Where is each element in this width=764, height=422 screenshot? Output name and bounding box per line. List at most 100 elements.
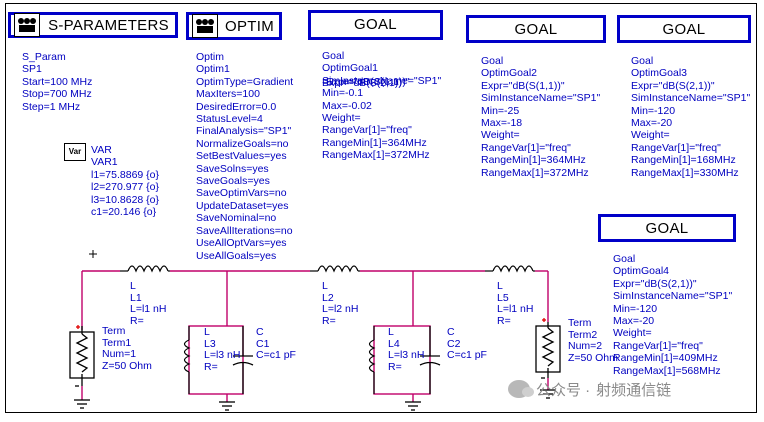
l2-label-line: R=: [322, 314, 336, 327]
goal3-header[interactable]: GOAL: [617, 15, 751, 43]
term1-label-line: Term1: [102, 336, 132, 349]
l2-label-line: L: [322, 280, 328, 292]
l3-label-line: R=: [204, 360, 218, 373]
optim-label: OPTIM: [225, 17, 274, 35]
var-properties-line: l3=10.8628 {o}: [91, 193, 160, 206]
goal1-header[interactable]: GOAL: [308, 10, 443, 40]
goal2-properties-line: RangeMax[1]=372MHz: [481, 166, 589, 179]
l4-label-line: L=l3 nH: [388, 349, 425, 361]
optim-properties-line: SaveNominal=no: [196, 212, 277, 225]
port-term1[interactable]: [69, 325, 95, 387]
goal3-properties-line: SimInstanceName="SP1": [631, 92, 751, 105]
sparameters-header[interactable]: S-PARAMETERS: [8, 12, 178, 38]
term2-label-line: Z=50 Ohm: [568, 351, 618, 364]
goal1-expr-b: Expr="dB(S(1,1))": [326, 76, 410, 88]
goal2-properties-line: RangeVar[1]="freq": [481, 141, 571, 154]
l5-label-line: L5: [497, 291, 509, 304]
l1-label-line: L1: [130, 291, 142, 304]
goal1-overlap-line-a: Expr="dB(S(2,1))": [322, 77, 406, 89]
watermark: 公众号 · 射频通信链: [508, 378, 677, 400]
term2-label-line: Num=2: [568, 340, 603, 352]
c1-label-line: C1: [256, 337, 270, 350]
goal3-properties-line: Weight=: [631, 129, 670, 142]
l3-label-line: L=l3 nH: [204, 349, 241, 361]
goal2-properties-line: RangeMin[1]=364MHz: [481, 154, 586, 167]
l2-label-line: L2: [322, 291, 334, 304]
watermark-prefix: 公众号 ·: [536, 381, 591, 399]
crosshair-icon: [89, 250, 97, 258]
goal4-properties-line: Weight=: [613, 327, 652, 340]
optim-properties-line: SaveAllIterations=no: [196, 224, 293, 237]
capacitor-c2[interactable]: [419, 326, 441, 394]
goal4-properties-line: Max=-20: [613, 315, 655, 328]
sparam-properties-line: Step=1 MHz: [22, 100, 81, 113]
var-icon[interactable]: Var: [64, 143, 86, 161]
optim-properties-line: MaxIters=100: [196, 88, 260, 101]
goal1-properties-line: Max=-0.02: [322, 99, 372, 112]
ads-logo-icon: [14, 13, 40, 37]
goal4-properties-line: RangeMax[1]=568MHz: [613, 364, 721, 377]
optim-properties-line: SaveOptimVars=no: [196, 187, 287, 200]
ads-logo-icon: [192, 14, 218, 38]
optim-properties-line: StatusLevel=4: [196, 113, 263, 126]
optim-properties-line: DesiredError=0.0: [196, 100, 277, 113]
goal4-properties-line: RangeMin[1]=409MHz: [613, 352, 718, 365]
goal1-overlap-line-b: Expr="dB(S(1,1))": [326, 76, 410, 88]
var-properties-line: l1=75.8869 {o}: [91, 168, 160, 181]
goal2-properties-line: Weight=: [481, 129, 520, 142]
goal1-properties-line: SimInstanceName="SP1": [322, 74, 442, 87]
l4-label-line: L: [388, 326, 394, 338]
optim-properties-line: OptimType=Gradient: [196, 75, 294, 88]
optim-header[interactable]: OPTIM: [186, 12, 282, 40]
optim-properties-line: UseAllOptVars=yes: [196, 237, 287, 250]
var-properties-line: VAR: [91, 144, 112, 156]
goal2-properties-line: Min=-25: [481, 104, 520, 117]
goal3-properties-line: Min=-120: [631, 104, 676, 117]
var-properties-line: c1=20.146 {o}: [91, 206, 157, 219]
l2-label-line: L=l2 nH: [322, 303, 359, 315]
sparameters-label: S-PARAMETERS: [48, 16, 169, 34]
optim-properties-line: SetBestValues=yes: [196, 150, 287, 163]
l3-label-line: L: [204, 326, 210, 338]
var-properties-line: l2=270.977 {o}: [91, 181, 160, 194]
goal3-properties-line: Goal: [631, 55, 654, 67]
goal1-label: GOAL: [354, 16, 397, 33]
l5-label-line: L=l1 nH: [497, 303, 534, 315]
optim-properties-line: Optim: [196, 51, 225, 63]
goal2-properties-line: Goal: [481, 55, 504, 67]
l4-label-line: L4: [388, 337, 400, 350]
goal4-header[interactable]: GOAL: [598, 214, 736, 242]
goal3-properties-line: RangeMin[1]=168MHz: [631, 154, 736, 167]
inductor-l4[interactable]: [368, 326, 376, 394]
l1-label-line: L: [130, 280, 136, 292]
optim-properties-line: FinalAnalysis="SP1": [196, 125, 292, 138]
inductor-l3[interactable]: [183, 326, 191, 394]
goal2-header[interactable]: GOAL: [466, 15, 606, 43]
c1-label-line: C=c1 pF: [256, 349, 296, 361]
inductor-l2[interactable]: [310, 265, 360, 273]
inductor-l5[interactable]: [485, 265, 535, 273]
wechat-icon: [508, 380, 534, 398]
goal4-label: GOAL: [645, 219, 689, 237]
term1-label-line: Term: [102, 325, 126, 337]
goal1-properties-line: Weight=: [322, 112, 361, 125]
l5-label-line: R=: [497, 314, 511, 327]
l5-label-line: L: [497, 280, 503, 292]
sparam-properties-line: Stop=700 MHz: [22, 88, 92, 101]
capacitor-c1[interactable]: [232, 326, 254, 394]
sparam-properties-line: S_Param: [22, 51, 66, 63]
inductor-l1[interactable]: [120, 265, 170, 273]
c2-label-line: C2: [447, 337, 461, 350]
port-term2[interactable]: [535, 318, 561, 379]
